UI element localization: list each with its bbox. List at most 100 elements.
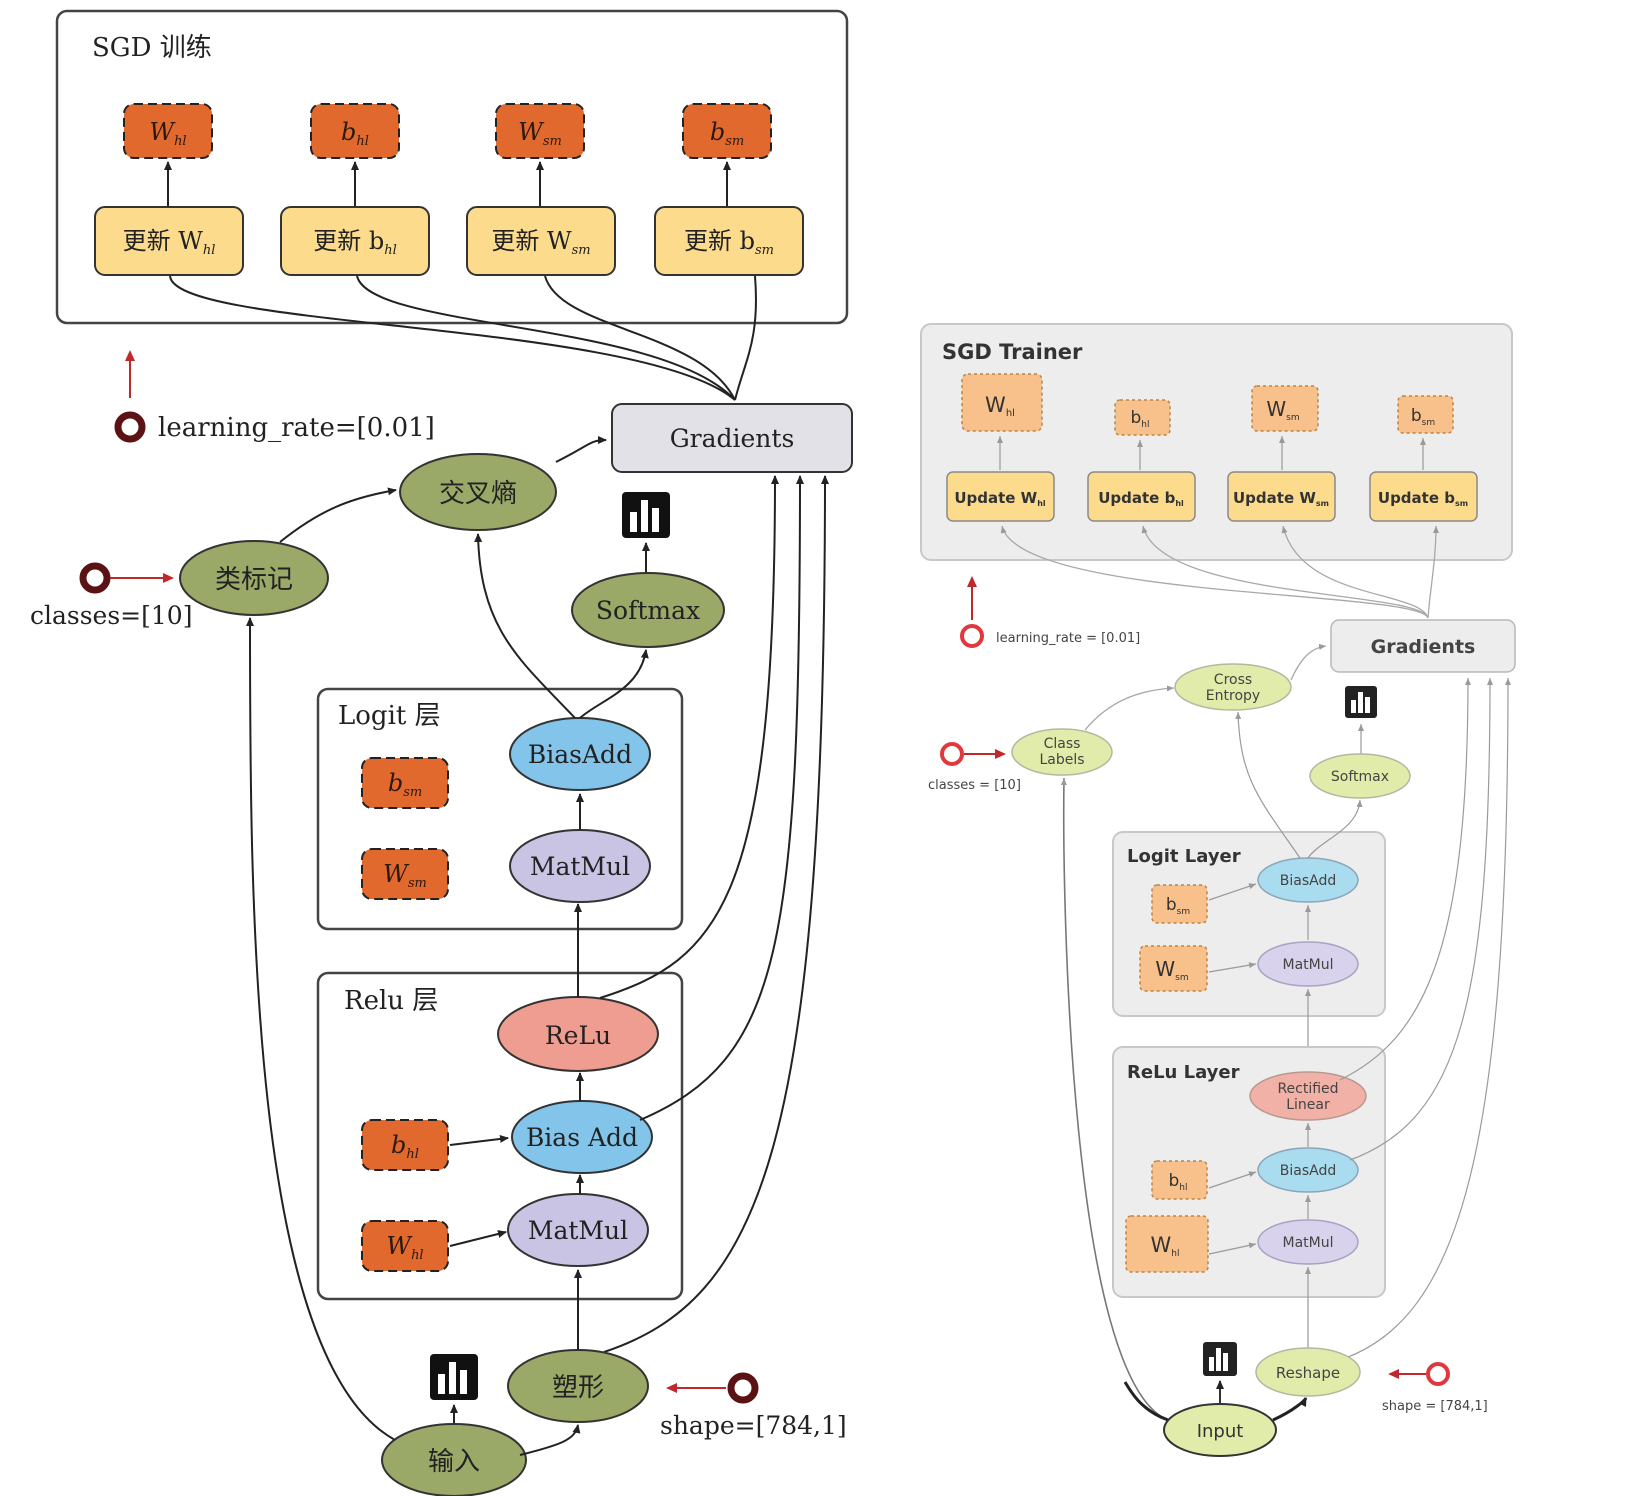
svg-text:bsm: bsm: [388, 769, 422, 800]
left-param-w-hl: Whl: [123, 103, 213, 159]
svg-text:Cross: Cross: [1214, 672, 1252, 688]
svg-text:Reshape: Reshape: [1276, 1364, 1340, 1382]
svg-text:MatMul: MatMul: [1283, 957, 1334, 973]
sgd-trainer-title: SGD Trainer: [942, 340, 1083, 364]
right-diagram: SGD Trainer Whl bhl Wsm bsm Update Whl: [920, 323, 1516, 1457]
svg-text:bhl: bhl: [391, 1131, 419, 1162]
svg-text:Bias Add: Bias Add: [526, 1123, 638, 1152]
left-update-b-sm: 更新 bsm: [654, 206, 804, 276]
svg-text:Update bsm: Update bsm: [1378, 489, 1468, 508]
right-param-b-hl: bhl: [1114, 399, 1171, 436]
left-param-b-hl: bhl: [310, 103, 400, 159]
right-param-b-sm: bsm: [1397, 395, 1454, 434]
left-relu-node: ReLu: [497, 996, 659, 1072]
left-softmax-output-chart-icon: [622, 492, 670, 538]
left-diagram: SGD 训练 Whl bhl Wsm bsm 更新 Whl: [30, 9, 853, 1496]
left-logit-layer-title: Logit 层: [338, 701, 441, 731]
left-param-w-sm: Wsm: [495, 103, 585, 159]
right-class-labels-node: Class Labels: [1011, 728, 1113, 776]
right-shape-label: shape = [784,1]: [1382, 1399, 1488, 1414]
right-learning-rate-source: learning_rate = [0.01]: [960, 576, 1140, 648]
right-relu-bias-param: bhl: [1151, 1160, 1208, 1200]
left-relu-bias-param: bhl: [361, 1119, 449, 1171]
left-input-node: 输入: [381, 1423, 527, 1496]
svg-text:Whl: Whl: [1151, 1233, 1180, 1259]
right-classes-label: classes = [10]: [928, 778, 1021, 793]
right-relu-weight-param: Whl: [1125, 1215, 1209, 1273]
svg-text:更新 Wsm: 更新 Wsm: [491, 227, 590, 258]
svg-text:Whl: Whl: [149, 118, 186, 149]
svg-text:更新 Whl: 更新 Whl: [123, 227, 216, 258]
right-cross-entropy-node: Cross Entropy: [1174, 663, 1292, 711]
svg-text:MatMul: MatMul: [530, 852, 630, 881]
svg-text:Entropy: Entropy: [1206, 688, 1260, 704]
left-logit-bias-param: bsm: [361, 757, 449, 809]
svg-text:Wsm: Wsm: [1266, 397, 1299, 423]
svg-text:BiasAdd: BiasAdd: [1280, 1163, 1336, 1179]
svg-text:Update bhl: Update bhl: [1098, 489, 1184, 508]
svg-text:bsm: bsm: [1411, 406, 1435, 428]
right-update-w-sm: Update Wsm: [1227, 471, 1336, 522]
left-relu-biasadd-node: Bias Add: [511, 1100, 653, 1174]
left-classes-source: classes=[10]: [30, 562, 192, 630]
left-class-labels-node: 类标记: [179, 540, 329, 616]
right-relu-layer-title: ReLu Layer: [1127, 1062, 1240, 1083]
svg-text:Update Wsm: Update Wsm: [1233, 489, 1329, 508]
left-update-w-hl: 更新 Whl: [94, 206, 244, 276]
left-relu-weight-param: Whl: [361, 1220, 449, 1272]
svg-text:MatMul: MatMul: [1283, 1235, 1334, 1251]
left-update-edges: [169, 275, 757, 401]
svg-text:输入: 输入: [428, 1447, 480, 1477]
right-update-b-sm: Update bsm: [1369, 471, 1478, 522]
right-update-w-hl: Update Whl: [946, 471, 1055, 522]
left-shape-label: shape=[784,1]: [660, 1411, 847, 1440]
svg-text:Wsm: Wsm: [518, 118, 562, 149]
svg-text:Wsm: Wsm: [1155, 957, 1188, 983]
right-reshape-node: Reshape: [1255, 1347, 1361, 1397]
svg-text:Wsm: Wsm: [383, 860, 427, 891]
svg-text:Whl: Whl: [386, 1232, 423, 1263]
svg-text:Linear: Linear: [1286, 1097, 1330, 1113]
right-logit-matmul-node: MatMul: [1257, 941, 1359, 987]
right-gradients-node: Gradients: [1330, 619, 1516, 673]
sgd-training-title: SGD 训练: [92, 33, 212, 63]
left-softmax-node: Softmax: [571, 572, 725, 648]
right-learning-rate-label: learning_rate = [0.01]: [996, 631, 1140, 646]
right-input-chart-icon: [1203, 1342, 1237, 1376]
left-learning-rate-label: learning_rate=[0.01]: [158, 413, 435, 443]
svg-text:Class: Class: [1044, 736, 1081, 752]
right-update-edges: [1000, 525, 1439, 619]
left-logit-weight-param: Wsm: [361, 848, 449, 900]
left-gradients-node: Gradients: [611, 403, 853, 473]
right-relu-biasadd-node: BiasAdd: [1257, 1147, 1359, 1193]
right-param-w-sm: Wsm: [1251, 385, 1319, 432]
svg-text:Whl: Whl: [985, 393, 1015, 419]
svg-text:bhl: bhl: [1168, 1171, 1187, 1193]
sgd-trainer-group: [920, 323, 1513, 561]
svg-text:Softmax: Softmax: [1331, 769, 1389, 785]
right-update-b-hl: Update bhl: [1087, 471, 1196, 522]
svg-text:Labels: Labels: [1039, 752, 1084, 768]
right-shape-source: shape = [784,1]: [1382, 1362, 1488, 1414]
left-input-chart-icon: [430, 1354, 478, 1400]
svg-text:更新 bhl: 更新 bhl: [313, 227, 397, 258]
right-logit-bias-param: bsm: [1151, 884, 1208, 924]
left-logit-matmul-node: MatMul: [509, 829, 651, 903]
svg-text:Gradients: Gradients: [1371, 636, 1476, 658]
left-relu-matmul-node: MatMul: [507, 1193, 649, 1267]
svg-text:bsm: bsm: [710, 118, 744, 149]
svg-text:bhl: bhl: [1130, 408, 1149, 430]
right-rectified-linear-node: Rectified Linear: [1249, 1071, 1367, 1121]
svg-text:bhl: bhl: [341, 118, 369, 149]
svg-text:Update Whl: Update Whl: [954, 489, 1046, 508]
right-softmax-node: Softmax: [1309, 753, 1411, 799]
left-param-b-sm: bsm: [682, 103, 772, 159]
svg-text:Gradients: Gradients: [670, 424, 795, 453]
left-reshape-node: 塑形: [507, 1349, 649, 1423]
svg-text:Rectified: Rectified: [1277, 1081, 1338, 1097]
right-softmax-output-chart-icon: [1345, 686, 1377, 718]
right-param-w-hl: Whl: [961, 373, 1043, 432]
right-logit-biasadd-node: BiasAdd: [1257, 857, 1359, 903]
right-logit-weight-param: Wsm: [1139, 945, 1208, 992]
svg-text:MatMul: MatMul: [528, 1216, 628, 1245]
